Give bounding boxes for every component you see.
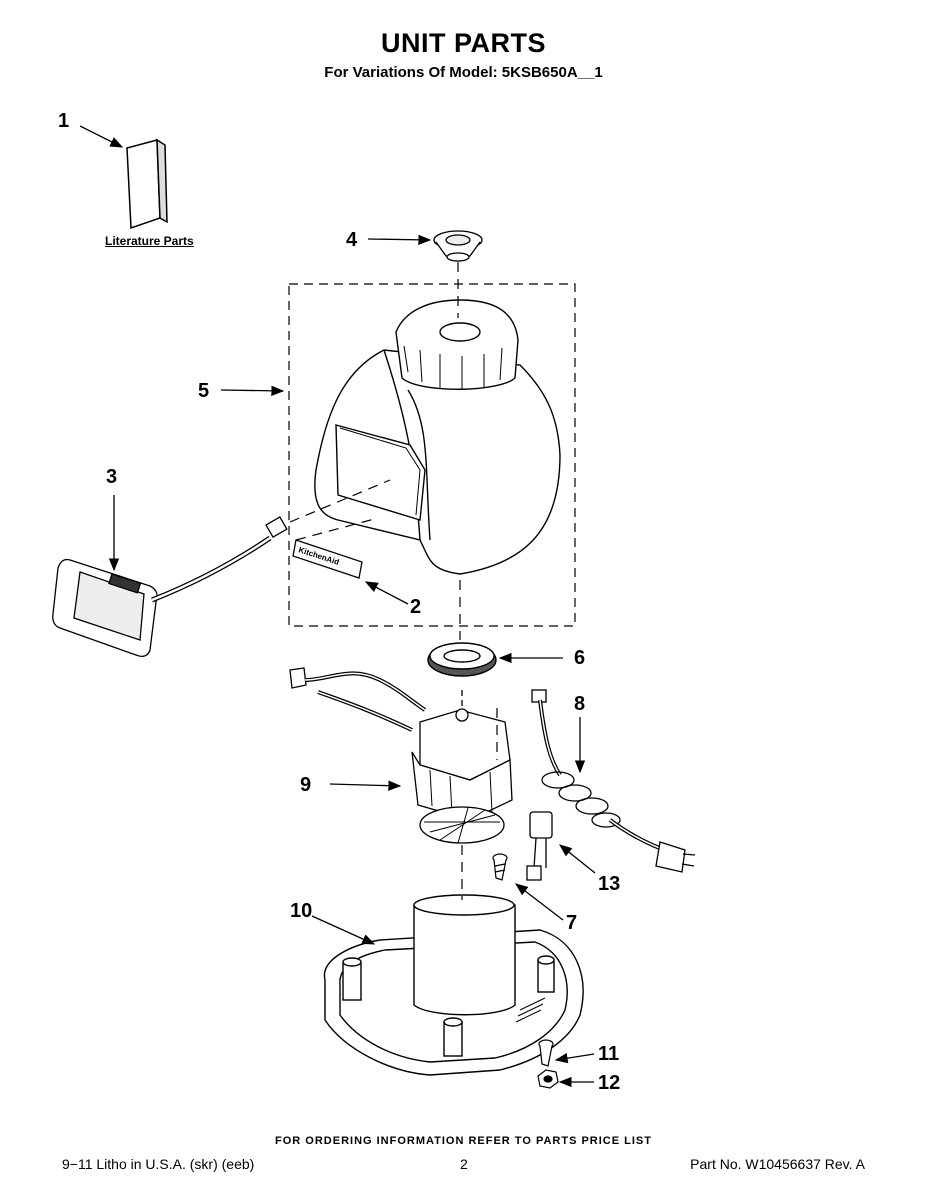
callout-9: 9 bbox=[300, 774, 312, 796]
page-title: UNIT PARTS bbox=[381, 28, 546, 58]
screw-11-part bbox=[538, 1039, 554, 1067]
literature-parts-label: Literature Parts bbox=[105, 234, 194, 248]
callout-6: 6 bbox=[574, 647, 586, 669]
callout-8: 8 bbox=[574, 693, 586, 715]
connector-part bbox=[526, 811, 553, 881]
motor-part bbox=[289, 667, 513, 844]
callout-4: 4 bbox=[346, 229, 358, 251]
nut-part bbox=[537, 1069, 559, 1089]
housing-part bbox=[314, 299, 561, 575]
assembly-lines bbox=[289, 262, 498, 900]
callout-1: 1 bbox=[58, 110, 70, 132]
callout-2: 2 bbox=[410, 596, 422, 618]
housing-group-box bbox=[288, 283, 576, 627]
power-cord-part bbox=[531, 689, 696, 873]
callout-12: 12 bbox=[598, 1072, 621, 1094]
leader-arrows bbox=[79, 125, 596, 1088]
pad-ring-part bbox=[427, 642, 497, 677]
footer-part-number: Part No. W10456637 Rev. A bbox=[690, 1156, 865, 1172]
footer-page-number: 2 bbox=[460, 1156, 468, 1172]
callout-7: 7 bbox=[566, 912, 578, 934]
callout-10: 10 bbox=[290, 900, 313, 922]
callout-11: 11 bbox=[598, 1043, 620, 1065]
callout-13: 13 bbox=[598, 873, 621, 895]
callout-5: 5 bbox=[198, 380, 210, 402]
literature-booklet bbox=[126, 138, 168, 230]
screw-7-part bbox=[492, 853, 508, 881]
control-panel-part bbox=[52, 516, 288, 657]
model-subtitle: For Variations Of Model: 5KSB650A__1 bbox=[324, 64, 603, 81]
ordering-note: FOR ORDERING INFORMATION REFER TO PARTS … bbox=[275, 1135, 652, 1147]
callout-3: 3 bbox=[106, 466, 118, 488]
coupler-part bbox=[433, 230, 483, 262]
badge-part: KitchenAid bbox=[292, 539, 363, 579]
base-part bbox=[323, 894, 584, 1076]
footer-litho: 9−11 Litho in U.S.A. (skr) (eeb) bbox=[62, 1156, 255, 1172]
